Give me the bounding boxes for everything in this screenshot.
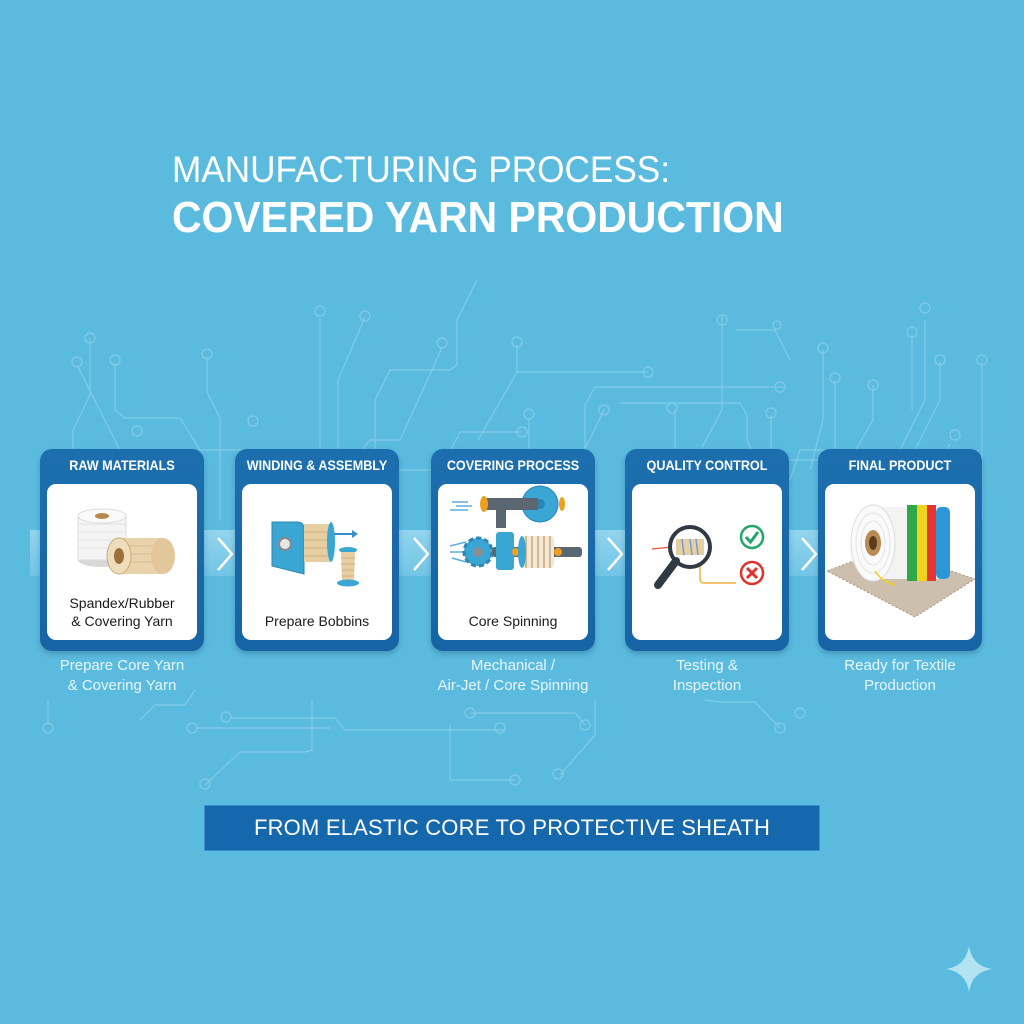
step-card-body: Spandex/Rubber & Covering Yarn — [47, 484, 197, 640]
sparkle-icon — [946, 946, 992, 992]
step-heading: WINDING & ASSEMBLY — [246, 457, 388, 473]
magnifier-inspection-icon — [651, 524, 765, 589]
chevron-right-icon — [413, 537, 430, 571]
step-subcaption-raw-materials: Prepare Core Yarn & Covering Yarn — [59, 657, 185, 694]
step-heading: COVERING PROCESS — [446, 457, 580, 473]
step-caption: Prepare Bobbins — [264, 613, 370, 629]
step-card-covering-process: COVERING PROCESS Core Spinning — [431, 449, 595, 651]
step-card-body: Core Spinning — [438, 484, 588, 640]
title-block: MANUFACTURING PROCESS: COVERED YARN PROD… — [172, 148, 830, 244]
step-card-body: Prepare Bobbins — [242, 484, 392, 640]
title-line-2: COVERED YARN PRODUCTION — [172, 193, 784, 242]
title-line-1: MANUFACTURING PROCESS: — [172, 149, 671, 190]
step-subcaption-covering-process: Mechanical / Air-Jet / Core Spinning — [437, 657, 589, 694]
chevron-right-icon — [217, 537, 234, 571]
spinning-machine-icon — [449, 485, 582, 570]
yarn-spools-icon — [77, 508, 175, 575]
step-card-body — [825, 484, 975, 640]
step-caption: Spandex/Rubber & Covering Yarn — [69, 595, 175, 629]
chevron-right-icon — [801, 537, 818, 571]
tagline-banner: FROM ELASTIC CORE TO PROTECTIVE SHEATH — [204, 805, 820, 851]
step-caption: Core Spinning — [468, 613, 558, 629]
step-card-final-product: FINAL PRODUCT — [818, 449, 982, 651]
step-heading: FINAL PRODUCT — [848, 457, 952, 473]
step-heading: RAW MATERIALS — [69, 457, 175, 473]
step-card-raw-materials: RAW MATERIALS Spandex/Rubber & Covering … — [40, 449, 204, 651]
bobbin-winder-icon — [271, 521, 359, 587]
colored-yarn-roll-icon — [825, 504, 975, 618]
step-subcaption-final-product: Ready for Textile Production — [844, 657, 956, 694]
step-heading: QUALITY CONTROL — [646, 457, 768, 473]
step-card-winding-assembly: WINDING & ASSEMBLY Prepare Bobbins — [235, 449, 399, 651]
chevron-right-icon — [607, 537, 624, 571]
step-card-body — [632, 484, 782, 640]
step-card-quality-control: QUALITY CONTROL — [625, 449, 789, 651]
step-subcaption-quality-control: Testing & Inspection — [672, 657, 742, 694]
